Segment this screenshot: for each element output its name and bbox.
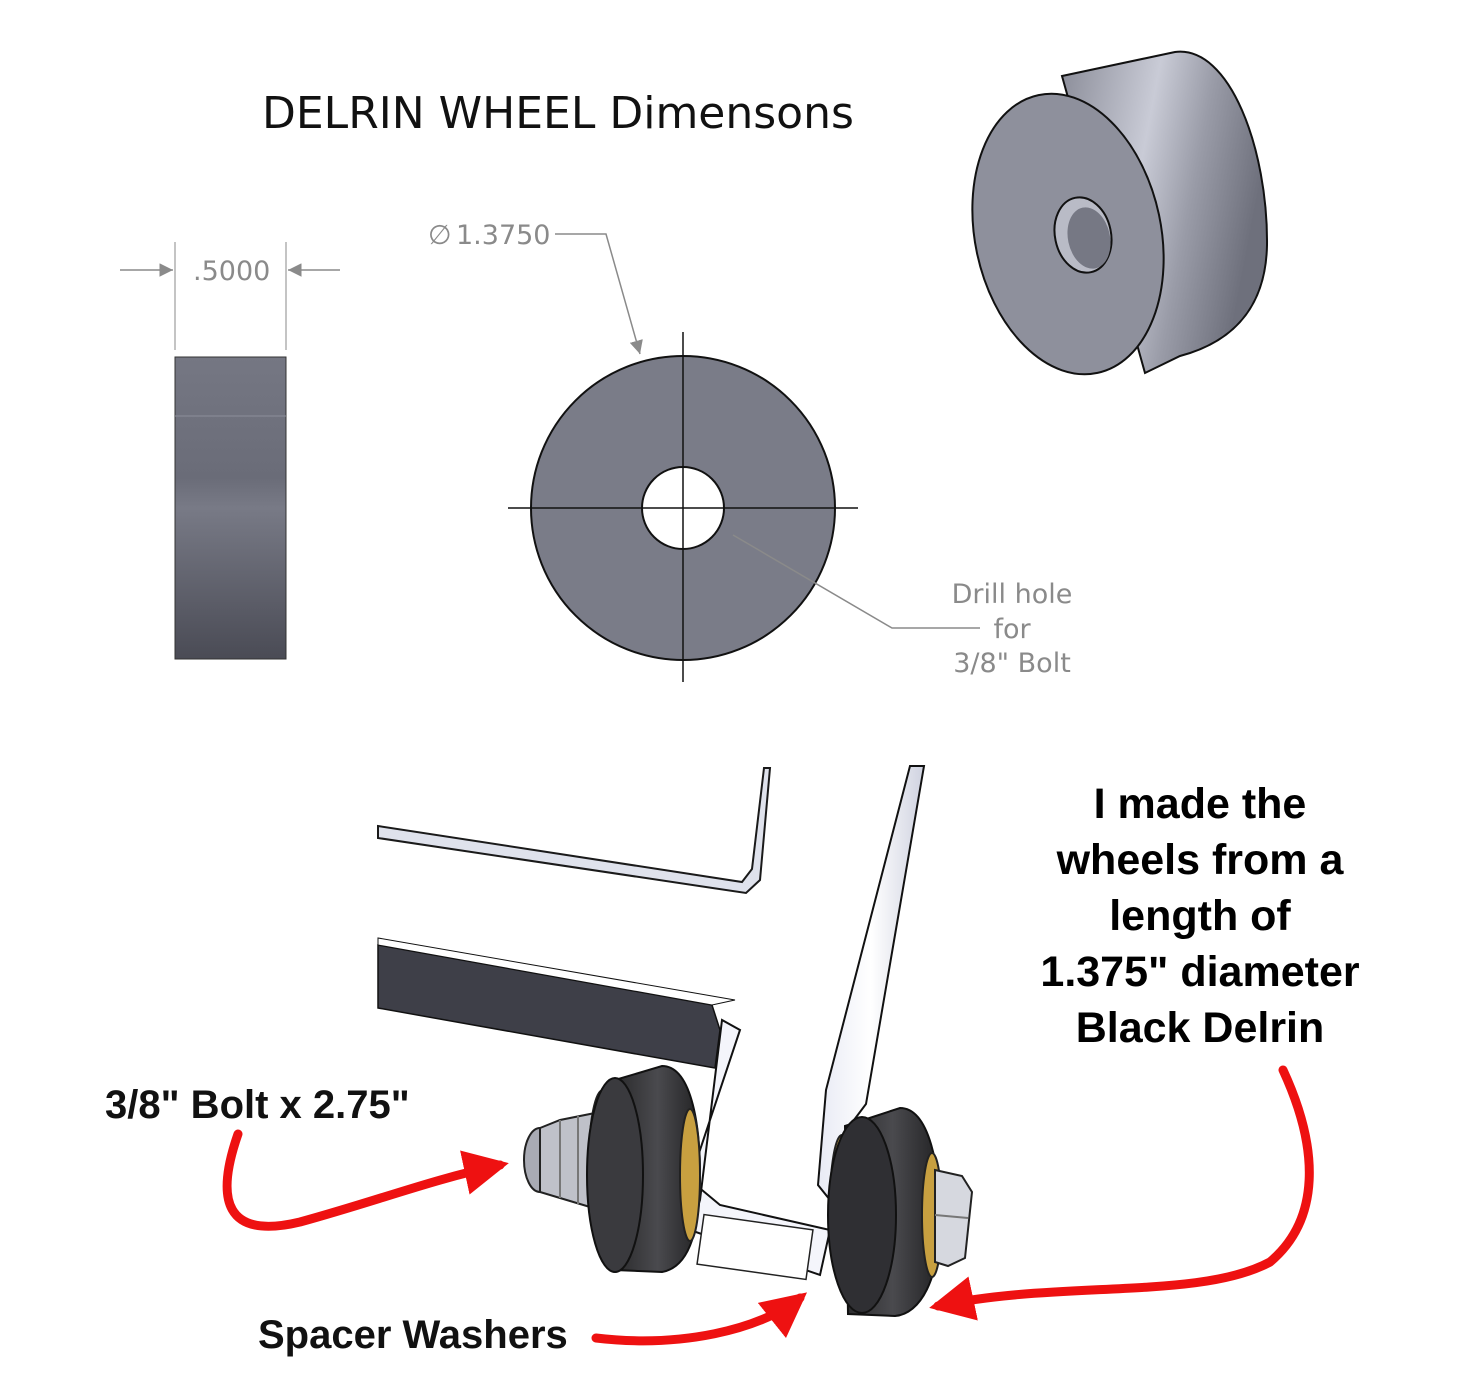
- wheel-isometric-view: [971, 50, 1269, 376]
- washer-arrow: [591, 1292, 808, 1346]
- bolt-arrow: [222, 1129, 509, 1231]
- drill-note-line-2: for: [993, 614, 1031, 645]
- drill-hole-note: Drill hole for 3/8" Bolt: [732, 534, 1073, 679]
- drawing-title: DELRIN WHEEL Dimensons: [262, 88, 854, 139]
- washer-label: Spacer Washers: [258, 1313, 568, 1357]
- width-dim-value: .5000: [193, 256, 270, 287]
- drill-note-line-1: Drill hole: [952, 579, 1073, 610]
- wheel-front-view: [508, 332, 858, 682]
- drill-note-line-3: 3/8" Bolt: [953, 648, 1071, 679]
- diameter-symbol: ∅: [428, 220, 452, 251]
- callout-line-4: 1.375" diameter: [1040, 948, 1359, 996]
- wheel-side-view: [174, 356, 287, 660]
- right-wheel: [827, 1106, 943, 1318]
- diameter-dim-value: 1.3750: [456, 220, 550, 251]
- bolt-label: 3/8" Bolt x 2.75": [105, 1083, 410, 1127]
- callout-line-3: length of: [1109, 892, 1291, 940]
- diameter-dimension: ∅ 1.3750: [428, 220, 643, 355]
- wheel-arrow: [929, 1065, 1314, 1321]
- width-dimension: .5000: [120, 242, 340, 350]
- material-callout: I made the wheels from a length of 1.375…: [1040, 780, 1359, 1052]
- assembly-render: [377, 765, 974, 1318]
- callout-line-1: I made the: [1094, 780, 1307, 828]
- callout-line-2: wheels from a: [1056, 836, 1345, 884]
- nut: [934, 1168, 974, 1268]
- left-wheel: [586, 1064, 702, 1274]
- callout-line-5: Black Delrin: [1076, 1004, 1325, 1052]
